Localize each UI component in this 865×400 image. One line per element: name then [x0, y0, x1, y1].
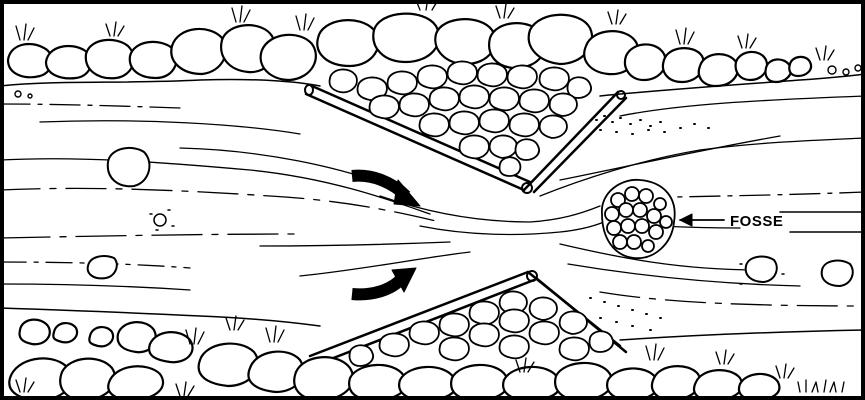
bottom-bank [0, 308, 865, 400]
pool-pointer-arrow [680, 214, 724, 226]
pool-label: FOSSE [730, 213, 783, 230]
flow-arrow-upper [352, 176, 420, 206]
lower-gravel [590, 298, 661, 330]
upper-deflector-rocks [329, 61, 591, 176]
lower-deflector-rocks [349, 291, 613, 366]
upper-gravel [596, 116, 709, 134]
bottom-bank-rocks [9, 320, 779, 400]
flow-arrow-lower [352, 268, 416, 294]
lower-deflector [310, 271, 661, 366]
pool-rock-cluster [602, 180, 675, 258]
